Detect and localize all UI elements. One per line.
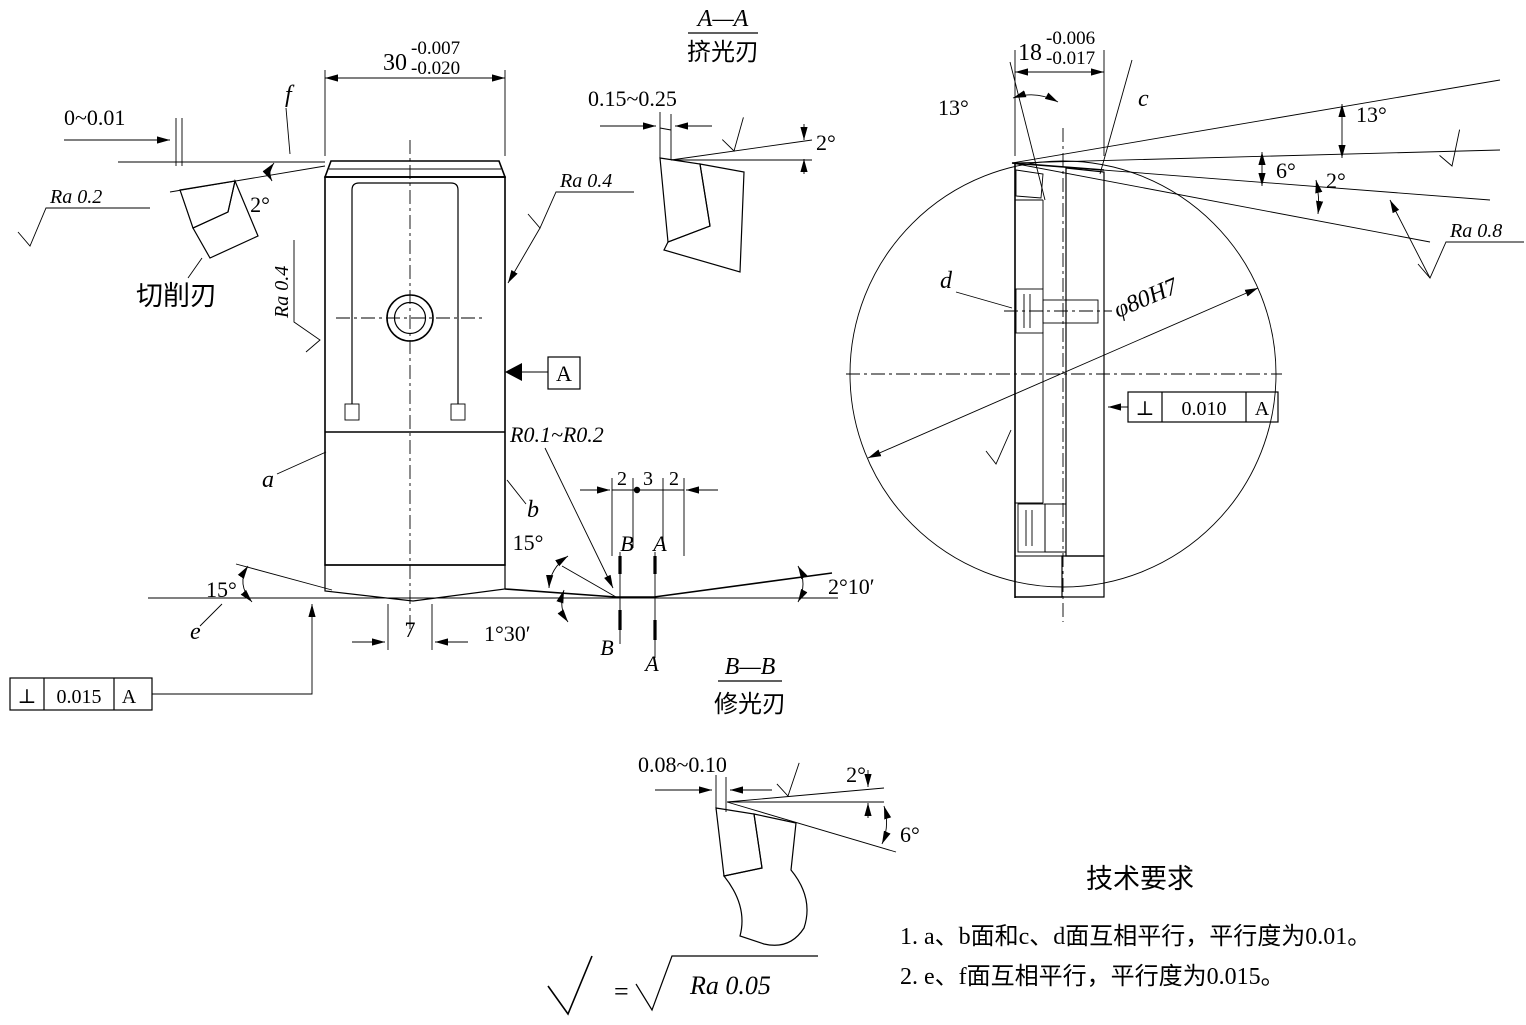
roughness-icon [17, 207, 150, 247]
section-bb-angle-6: 6° [900, 822, 920, 847]
ra-right-flag: Ra 0.4 [507, 170, 634, 284]
section-aa-land-dim: 0.15~0.25 [588, 86, 677, 111]
wiper-angle-210: 2°10′ [828, 574, 875, 599]
dim-insert-label: 7 [405, 617, 416, 642]
roughness-check-icon [985, 429, 1012, 465]
ra-08-label: Ra 0.8 [1449, 220, 1502, 242]
aa-steel-region [663, 163, 745, 273]
bottom-edge: 15° e [148, 563, 838, 645]
roughness-check-icon [1439, 129, 1461, 167]
dim-2-right: 2 [669, 468, 679, 490]
bb-steel-region [722, 813, 808, 946]
face-a-label: a [262, 467, 274, 493]
datum-a-label: A [556, 361, 572, 386]
tech-req-title: 技术要求 [1086, 864, 1194, 894]
section-bb-subtitle: 修光刃 [714, 691, 786, 718]
angle-bottom-label: 15° [206, 577, 237, 602]
ra-left-flag: Ra 0.4 [271, 240, 321, 353]
section-bb-angle-2: 2° [846, 762, 866, 787]
detail-body-section [1065, 167, 1105, 557]
face-c-label: c [1138, 86, 1149, 112]
fcf2-datum: A [1255, 398, 1270, 420]
ra-top-left-label: Ra 0.2 [49, 186, 102, 208]
dim-point-marker [633, 486, 641, 494]
section-bb-land-dim: 0.08~0.10 [638, 752, 727, 777]
dim-width-value: 30 [383, 50, 407, 76]
lower-screw-head [1017, 503, 1046, 553]
radius-note-label: R0.1~R0.2 [509, 422, 604, 447]
cutting-edge-detail: 0~0.01 2° f Ra 0.2 切削刃 [17, 82, 326, 311]
section-aa-title: A—A [696, 6, 749, 32]
angle-13-right: 13° [1356, 102, 1387, 127]
detail-clamp-top [1015, 169, 1044, 199]
wiper-edge-profile: 15° 1°30′ B A B A 2 3 2 2°10′ [484, 468, 875, 676]
section-aa: A—A 挤光刃 0.15~0.25 2° [588, 6, 836, 273]
wiper-angle-130: 1°30′ [484, 621, 531, 646]
section-bb-title: B—B [725, 654, 776, 680]
detail-dim-tol-upper: -0.006 [1046, 28, 1095, 49]
fcf-perpendicularity-0010: ⊥ 0.010 A [1108, 391, 1279, 423]
fcf-perpendicularity-0015: ⊥ 0.015 A [9, 604, 316, 711]
finish-equivalence-note: = Ra 0.05 [547, 955, 818, 1016]
equals-sign: = [614, 977, 629, 1006]
roughness-icon [527, 191, 634, 229]
face-b-label: b [527, 497, 539, 523]
roughness-icon [635, 955, 818, 1012]
carbide-insert [324, 564, 506, 602]
tech-req-item-2: 2. e、f面互相平行，平行度为0.015。 [900, 963, 1285, 990]
ra-left-label: Ra 0.4 [271, 266, 293, 319]
roughness-icon [1417, 241, 1524, 279]
detail-insert-section [1061, 555, 1105, 598]
wiper-angle-15: 15° [513, 530, 544, 555]
dim-width-tol-upper: -0.007 [411, 38, 460, 59]
cutting-edge-body [192, 179, 259, 259]
fcf2-symbol: ⊥ [1136, 398, 1155, 420]
angle-2-right: 2° [1326, 168, 1346, 193]
fcf2-tolerance: 0.010 [1182, 398, 1227, 420]
face-labels: a b R0.1~R0.2 [262, 422, 614, 589]
cutting-edge-label: 切削刃 [136, 281, 217, 311]
angle-13-left: 13° [938, 95, 969, 120]
section-bb: B—B 修光刃 0.08~0.10 2° 6° [638, 654, 920, 946]
face-e-label: e [190, 619, 201, 645]
technical-requirements: 技术要求 1. a、b面和c、d面互相平行，平行度为0.01。 2. e、f面互… [900, 864, 1371, 990]
datum-triangle-icon [505, 363, 522, 381]
fcf-datum: A [122, 686, 137, 708]
section-a-bottom: A [643, 651, 659, 676]
section-b-bottom: B [600, 635, 613, 660]
basic-finish-icon [547, 955, 593, 1016]
face-d-label: d [940, 268, 953, 294]
detail-dim-tol-lower: -0.017 [1046, 48, 1095, 69]
fcf-tolerance: 0.015 [57, 686, 102, 708]
angle-top-label: 2° [250, 192, 270, 217]
dim-width-30: 30 -0.007 -0.020 [324, 38, 506, 156]
ra-right-label: Ra 0.4 [559, 170, 612, 192]
roughness-check-icon [776, 762, 800, 797]
front-view [323, 140, 507, 630]
dim-insert-7: 7 [352, 604, 468, 650]
section-aa-subtitle: 挤光刃 [687, 39, 759, 66]
roughness-icon [293, 240, 321, 353]
surface-f-label: f [285, 82, 295, 108]
section-aa-angle: 2° [816, 130, 836, 155]
section-b-top: B [620, 531, 633, 556]
fcf-symbol: ⊥ [18, 686, 37, 708]
edge-gap-dim: 0~0.01 [64, 105, 125, 130]
dim-width-tol-lower: -0.020 [411, 58, 460, 79]
bore-dim-label: φ80H7 [1110, 273, 1182, 323]
detail-dim-value: 18 [1018, 40, 1042, 66]
roughness-check-icon [721, 117, 744, 152]
tech-req-item-1: 1. a、b面和c、d面互相平行，平行度为0.01。 [900, 923, 1371, 950]
dim-2-left: 2 [617, 468, 627, 490]
datum-a-flag: A [505, 356, 581, 390]
dim-3-mid: 3 [643, 468, 653, 490]
section-a-top: A [651, 531, 667, 556]
ra-general-label: Ra 0.05 [689, 971, 771, 1000]
angle-6-right: 6° [1276, 158, 1296, 183]
detail-view: 13° c 13° 6° 2° Ra 0.8 d φ80H7 18 -0.006… [846, 28, 1524, 622]
